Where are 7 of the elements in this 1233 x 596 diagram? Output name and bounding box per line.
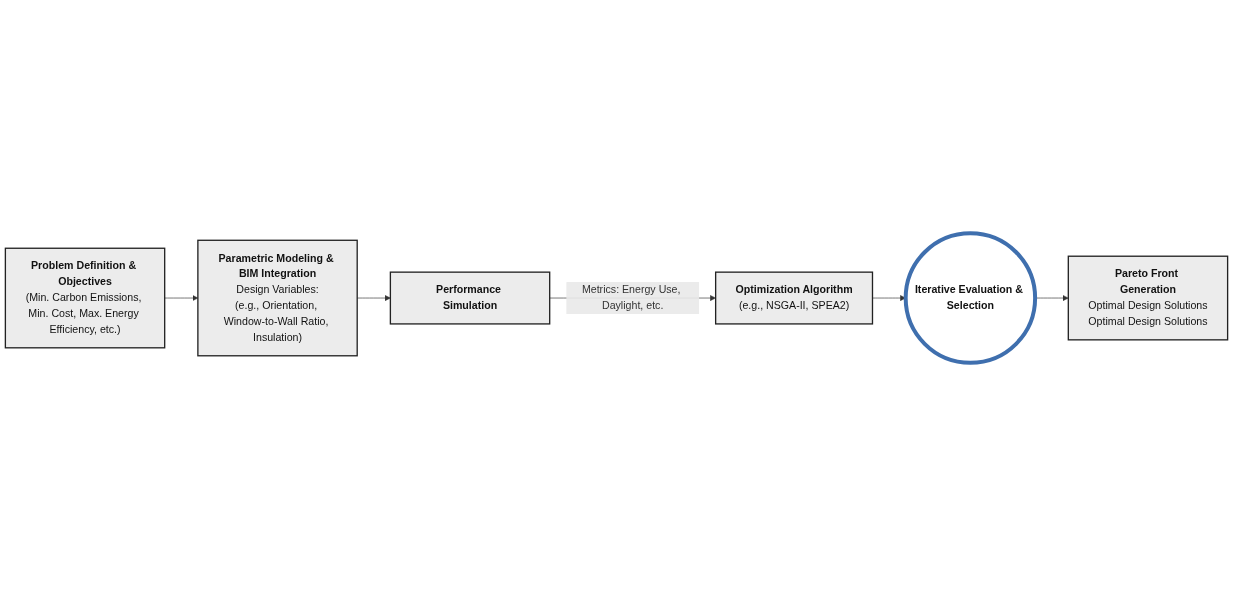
node-box: Pareto Front Generation Optimal Design Solutions Optimal Design Solutions: [1067, 255, 1229, 341]
node-box: Performance Simulation: [389, 271, 551, 325]
node-box: Parametric Modeling & BIM Integration Design Variables: (e.g., Orientation, Window-to-Wall Ratio, Insulation): [197, 239, 358, 357]
edge-label: Metrics: Energy Use, Daylight, etc.: [581, 284, 681, 312]
node-box: Optimization Algorithm (e.g., NSGA-II, SPEA2): [714, 271, 874, 325]
node-box: Problem Definition & Objectives (Min. Carbon Emissions, Min. Cost, Max. Energy Efficiency, etc.): [4, 247, 166, 349]
node-circle: Iterative Evaluation & Selection: [903, 231, 1038, 365]
